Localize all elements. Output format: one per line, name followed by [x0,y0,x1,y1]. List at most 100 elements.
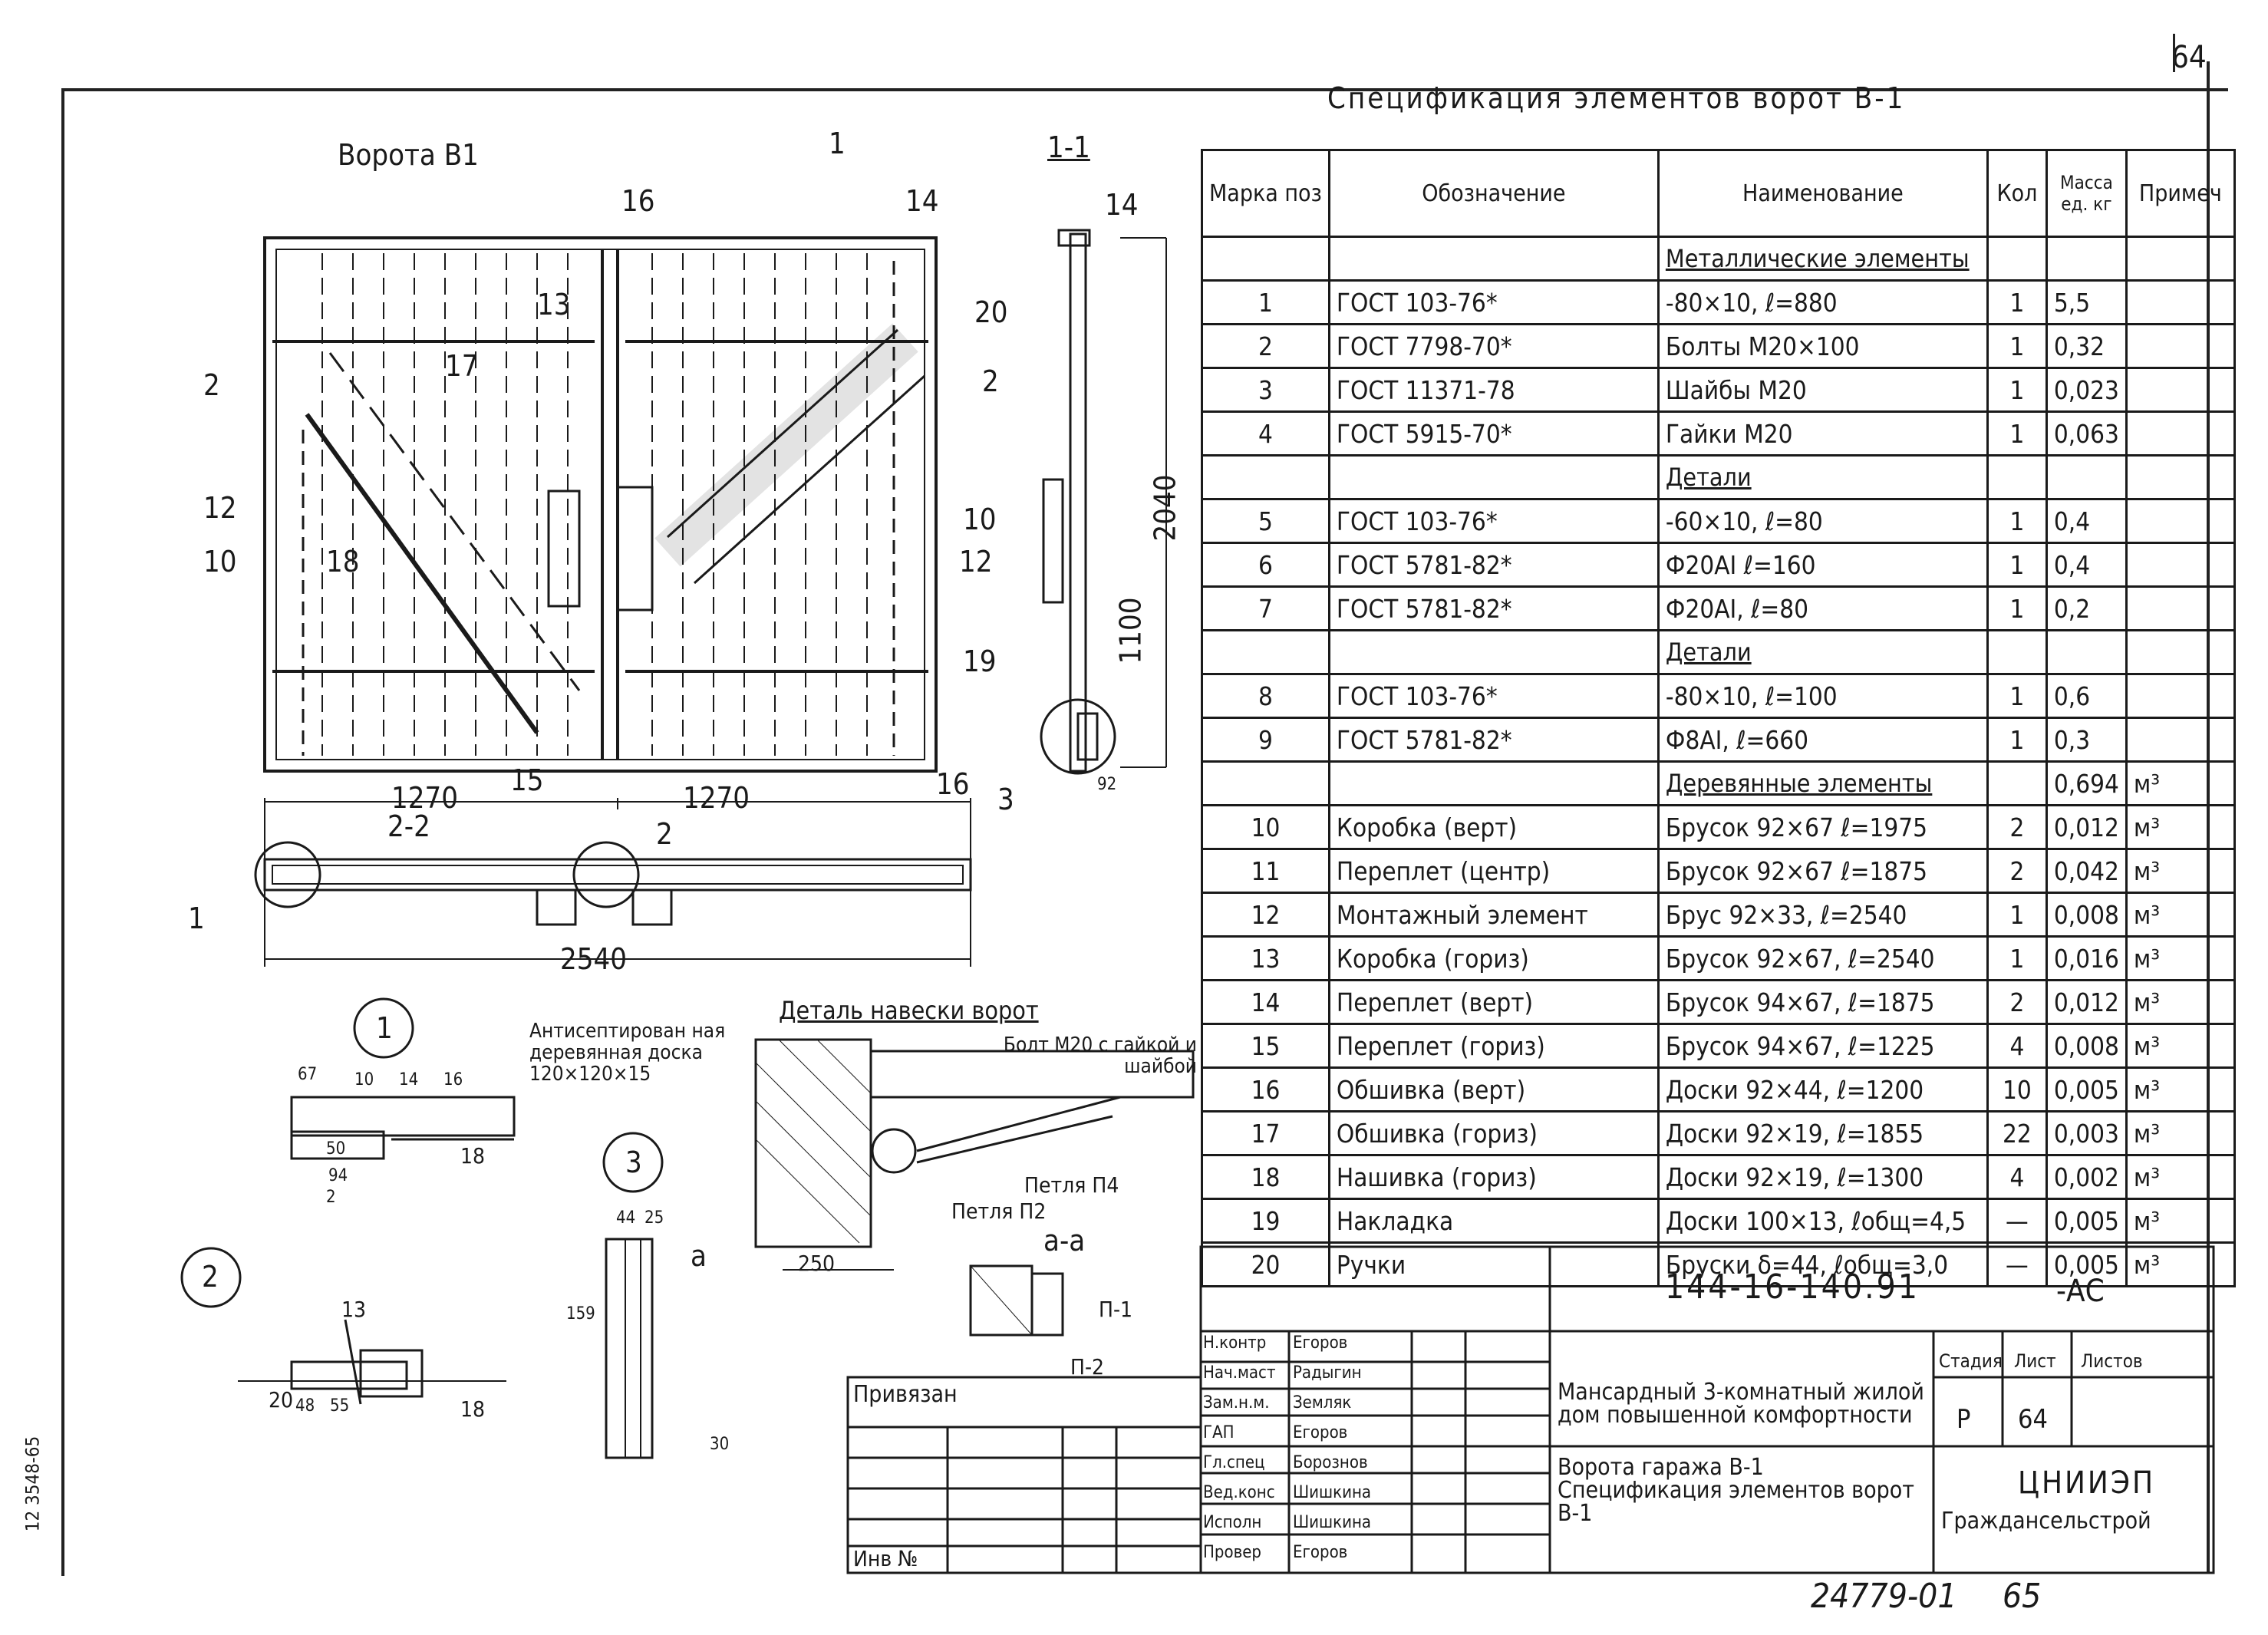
spec-cell-note [2125,279,2236,325]
spec-cell-note: м³ [2125,1198,2236,1244]
dim-14: 14 [399,1070,419,1089]
callout-13: 14 [905,184,939,218]
dim-2540: 2540 [560,942,627,976]
spec-cell-qty: 1 [1986,935,2048,981]
callout-10: 10 [203,545,237,579]
dim-2040: 2040 [1148,474,1182,542]
spec-cell-name: Ф8АI, ℓ=660 [1656,717,1989,763]
spec-cell-designation: ГОСТ 11371-78 [1327,367,1660,413]
spec-cell-designation: Обшивка (верт) [1327,1066,1660,1113]
dim-92: 92 [1097,775,1117,794]
p2-label: П-2 [1070,1354,1105,1380]
spec-cell-name: Доски 92×19, ℓ=1300 [1656,1154,1989,1200]
callout-16: 17 [445,349,479,383]
spec-cell-designation: Монтажный элемент [1327,892,1660,938]
spec-table: Марка поз Обозначение Наименование Кол М… [1201,149,2236,1287]
dim-16: 16 [443,1070,463,1089]
spec-cell-note [2125,585,2236,631]
signature-role: Провер [1203,1543,1261,1562]
spec-cell-note: м³ [2125,1066,2236,1113]
callout-19-detail: 20 [269,1387,294,1412]
spec-cell-mark: 5 [1201,498,1330,544]
spec-cell-designation [1327,629,1660,675]
spec-cell-name: Болты М20×100 [1656,323,1989,369]
spec-cell-qty [1986,629,2048,675]
spec-cell-qty: 1 [1986,279,2048,325]
project-title: Мансардный 3-комнатный жилой дом повышен… [1558,1379,1924,1429]
spec-cell-name: Брусок 92×67 ℓ=1975 [1656,804,1989,850]
spec-cell-mark: 6 [1201,542,1330,588]
stage-label: Стадия [1939,1350,2003,1372]
spec-cell-mass: 0,005 [2045,1241,2128,1287]
spec-cell-qty: 4 [1986,1154,2048,1200]
callout-18: 19 [963,644,997,678]
spec-cell-mass: 0,3 [2045,717,2128,763]
spec-cell-designation: Обшивка (гориз) [1327,1110,1660,1156]
detail-mark-2: 2 [202,1260,219,1294]
spec-cell-mass: 0,4 [2045,498,2128,544]
inv-no-label: Инв № [853,1546,918,1571]
spec-cell-qty: — [1986,1198,2048,1244]
spec-cell-qty: 10 [1986,1066,2048,1113]
spec-cell-qty: 1 [1986,717,2048,763]
spec-cell-designation: Накладка [1327,1198,1660,1244]
spec-cell-name: Ф20АI, ℓ=80 [1656,585,1989,631]
spec-cell-note [2125,542,2236,588]
spec-cell-mass: 0,005 [2045,1198,2128,1244]
spec-cell-note: м³ [2125,848,2236,894]
spec-cell-mass: 0,694 [2045,760,2128,806]
spec-section-title: Деревянные элементы [1656,760,1989,806]
spec-cell-qty: — [1986,1241,2048,1287]
spec-cell-designation: ГОСТ 5781-82* [1327,717,1660,763]
spec-cell-name: Ф20АI ℓ=160 [1656,542,1989,588]
callout-17-detail: 18 [460,1143,486,1169]
callout-17: 18 [326,545,360,579]
doc-suffix: -АС [2056,1274,2105,1309]
spec-cell-mark [1201,236,1330,282]
spec-cell-mark [1201,760,1330,806]
col-mark: Марка поз [1201,149,1330,238]
spec-cell-designation: ГОСТ 5915-70* [1327,410,1660,457]
spec-cell-qty: 1 [1986,323,2048,369]
spec-cell-mark: 17 [1201,1110,1330,1156]
signature-name: Егоров [1293,1423,1348,1442]
spec-cell-mark: 20 [1201,1241,1330,1287]
spec-section-row: Металлические элементы [1201,236,2236,282]
spec-cell-note [2125,673,2236,719]
callout-2-right: 2 [982,364,999,398]
signature-role: Н.контр [1203,1333,1267,1353]
spec-cell-name: -60×10, ℓ=80 [1656,498,1989,544]
spec-cell-designation: ГОСТ 103-76* [1327,498,1660,544]
dim-10: 10 [354,1070,374,1089]
spec-cell-name: Шайбы М20 [1656,367,1989,413]
spec-cell-mark: 18 [1201,1154,1330,1200]
spec-cell-mark: 10 [1201,804,1330,850]
callout-1-top: 1 [829,127,846,160]
dim-2: 2 [326,1188,336,1207]
spec-cell-mark: 8 [1201,673,1330,719]
col-name: Наименование [1656,149,1989,238]
spec-cell-mass: 0,012 [2045,804,2128,850]
dim-94: 94 [328,1166,348,1185]
spec-cell-note: м³ [2125,1154,2236,1200]
col-qty: Кол [1986,149,2048,238]
spec-cell-qty [1986,760,2048,806]
dim-1100: 1100 [1113,597,1148,664]
callout-17-detail2: 18 [460,1396,486,1422]
sheets-label: Листов [2081,1350,2143,1372]
spec-cell-note [2125,323,2236,369]
callout-2: 2 [203,368,220,402]
p1-label: П-1 [1099,1297,1133,1322]
spec-cell-designation: ГОСТ 103-76* [1327,279,1660,325]
callout-14: 12 [203,491,237,525]
